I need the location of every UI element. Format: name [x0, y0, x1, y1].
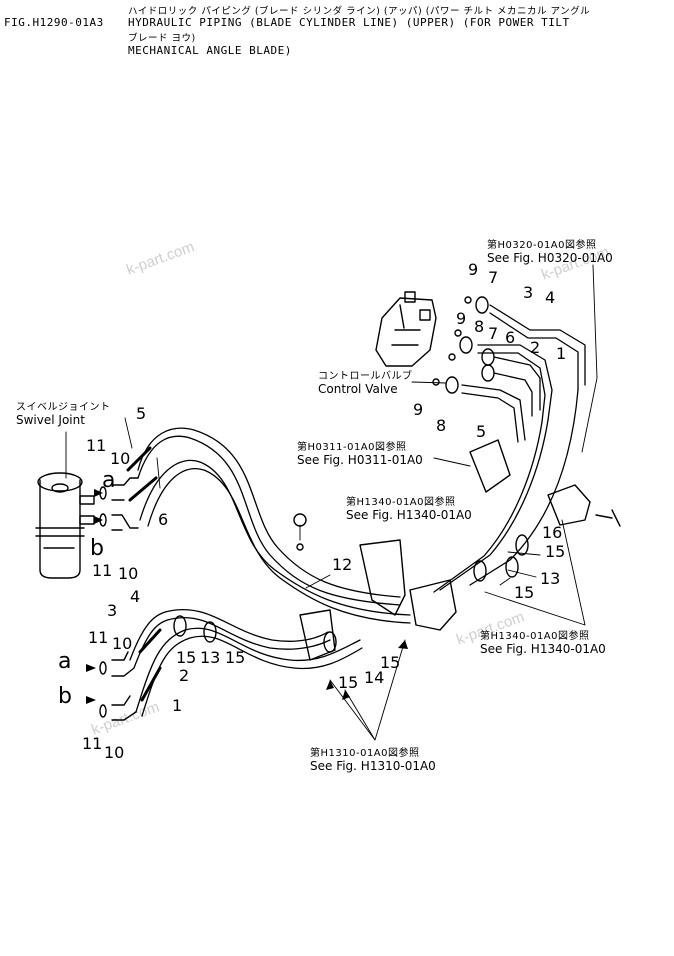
title-japanese-line2: ブレード ヨウ): [128, 33, 196, 44]
part-number: 6: [158, 510, 169, 529]
part-number: 11: [86, 436, 107, 455]
part-number: 3: [107, 601, 118, 620]
part-number: 7: [488, 268, 499, 287]
part-number: 13: [200, 648, 221, 667]
ref-h1340-top-en: See Fig. H1340-01A0: [346, 508, 472, 522]
part-number: 1: [172, 696, 183, 715]
figure-number: FIG.H1290-01A3: [4, 16, 104, 29]
part-number: 15: [176, 648, 197, 667]
part-number: 10: [118, 564, 139, 583]
hose-1-and-2: [129, 608, 363, 717]
ref-h0320: 第H0320-01A0図参照 See Fig. H0320-01A0: [487, 236, 613, 265]
part-number: 15: [545, 542, 566, 561]
part-number: 2: [530, 338, 541, 357]
part-number: 4: [130, 587, 141, 606]
ref-h0320-jp: 第H0320-01A0図参照: [487, 240, 597, 251]
part-number: 5: [476, 422, 487, 441]
part-number: 9: [468, 260, 479, 279]
part-number: 2: [179, 666, 190, 685]
hose-clamps: [173, 534, 529, 653]
part-number: 15: [514, 583, 535, 602]
mounting-brackets: [299, 439, 621, 661]
mark-b-lower: b: [58, 684, 72, 709]
part-number: 8: [474, 317, 485, 336]
control-valve-label: コントロールバルブ Control Valve: [318, 367, 413, 396]
ref-h1310-en: See Fig. H1310-01A0: [310, 759, 436, 773]
part-number: 9: [413, 400, 424, 419]
ref-h1340-top-jp: 第H1340-01A0図参照: [346, 497, 456, 508]
ref-h0311-jp: 第H0311-01A0図参照: [297, 442, 407, 453]
ref-h1310: 第H1310-01A0図参照 See Fig. H1310-01A0: [310, 744, 436, 773]
part-number: 3: [523, 283, 534, 302]
swivel-joint-label-jp: スイベルジョイント: [16, 402, 111, 413]
part-number: 11: [88, 628, 109, 647]
part-number: 16: [542, 523, 563, 542]
ref-h0320-en: See Fig. H0320-01A0: [487, 251, 613, 265]
hose-5-and-6: [126, 427, 411, 624]
part-number: 14: [364, 668, 385, 687]
ref-h0311: 第H0311-01A0図参照 See Fig. H0311-01A0: [297, 438, 423, 467]
mark-b-upper: b: [90, 536, 104, 561]
leader-lines: [65, 264, 598, 741]
swivel-joint-label-en: Swivel Joint: [16, 413, 85, 427]
ref-h1310-jp: 第H1310-01A0図参照: [310, 748, 420, 759]
ref-h1340-right-jp: 第H1340-01A0図参照: [480, 631, 590, 642]
ref-h1340-right-en: See Fig. H1340-01A0: [480, 642, 606, 656]
control-valve-label-en: Control Valve: [318, 382, 398, 396]
part-number: 5: [136, 404, 147, 423]
part-number: 8: [436, 416, 447, 435]
elbow-fittings: [111, 477, 139, 721]
part-number: 10: [110, 449, 131, 468]
part-number: 15: [225, 648, 246, 667]
part-number: 10: [104, 743, 125, 762]
part-number: 9: [456, 309, 467, 328]
part-number: 7: [488, 324, 499, 343]
part-number: 15: [338, 673, 359, 692]
title-japanese: ハイドロリック パイピング (ブレード シリンダ ライン) (アッパ) (パワー…: [128, 6, 591, 17]
part-number: 12: [332, 555, 353, 574]
control-valve-body: [375, 291, 437, 367]
mark-a-lower: a: [58, 649, 72, 674]
connection-arrows: [86, 489, 408, 704]
title-english-line1: HYDRAULIC PIPING (BLADE CYLINDER LINE) (…: [128, 16, 570, 29]
part-number: 11: [82, 734, 103, 753]
swivel-joint-body: [35, 472, 95, 579]
part-number: 4: [545, 288, 556, 307]
part-number: 10: [112, 634, 133, 653]
part-number: 11: [92, 561, 113, 580]
part-number: 13: [540, 569, 561, 588]
steel-tubes-from-control-valve: [433, 304, 586, 593]
part-number: 1: [556, 344, 567, 363]
ref-h0311-en: See Fig. H0311-01A0: [297, 453, 423, 467]
ref-h1340-right: 第H1340-01A0図参照 See Fig. H1340-01A0: [480, 627, 606, 656]
control-valve-label-jp: コントロールバルブ: [318, 371, 413, 382]
swivel-joint-label: スイベルジョイント Swivel Joint: [16, 398, 111, 427]
title-english-line2: MECHANICAL ANGLE BLADE): [128, 44, 292, 57]
mark-a-upper: a: [102, 468, 116, 493]
part-number: 6: [505, 328, 516, 347]
ref-h1340-top: 第H1340-01A0図参照 See Fig. H1340-01A0: [346, 493, 472, 522]
part-number: 15: [380, 653, 401, 672]
